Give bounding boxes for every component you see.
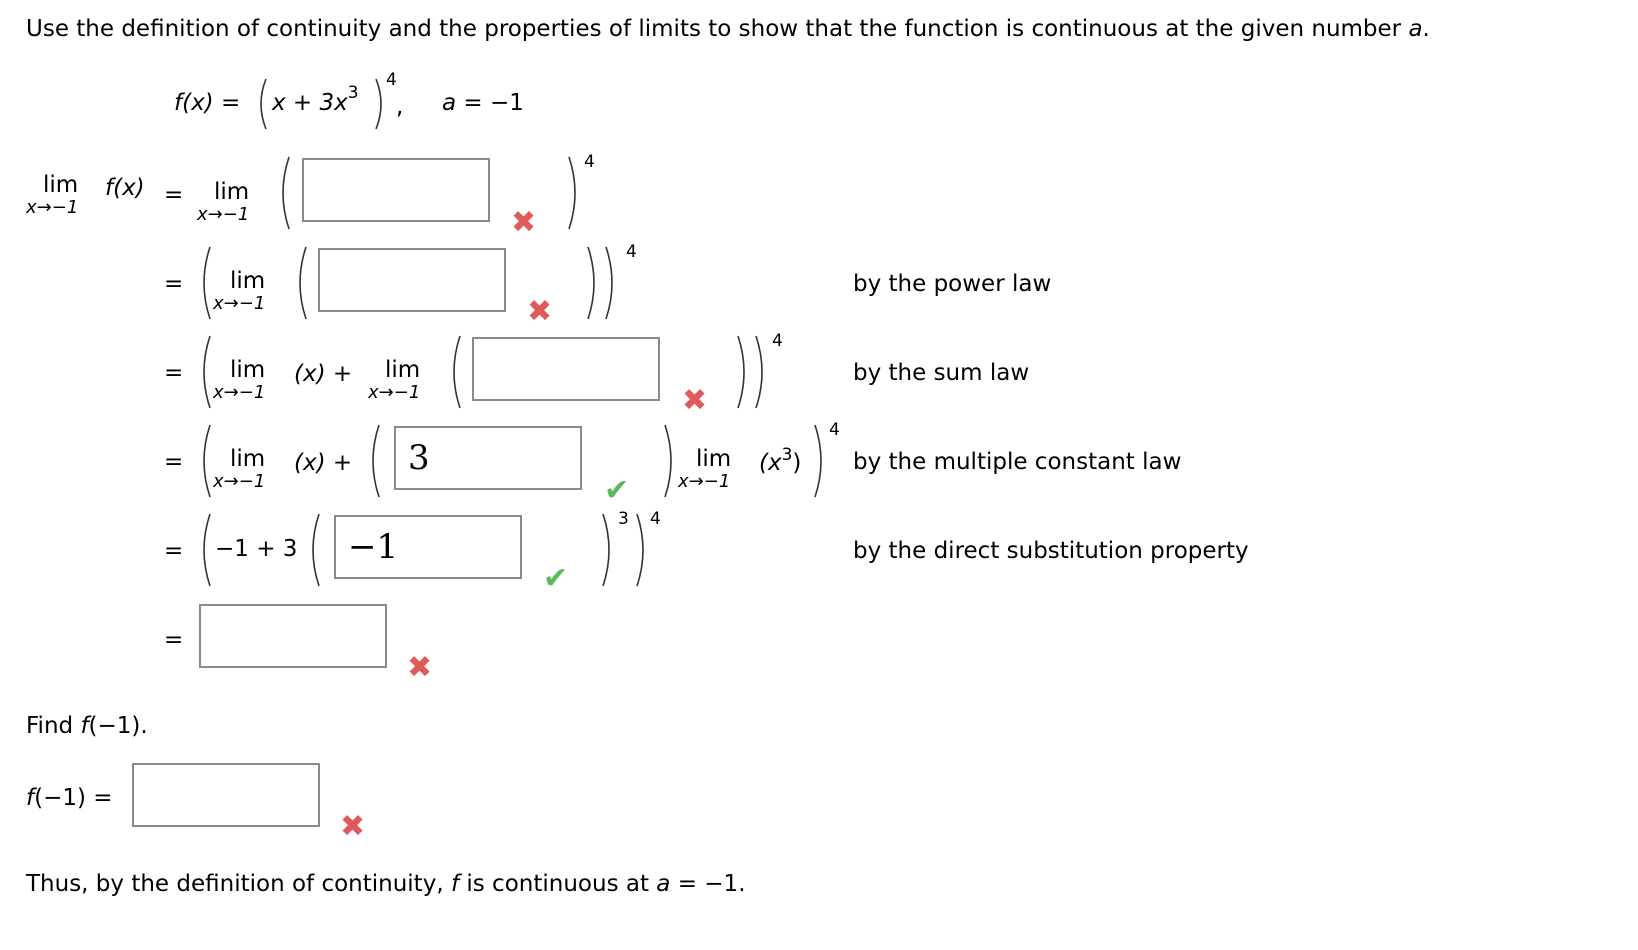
equals: =: [164, 271, 184, 297]
lim-sub: x→−1: [213, 471, 266, 492]
paren-right: [636, 513, 644, 587]
reason-multiple-constant-law: by the multiple constant law: [853, 449, 1182, 475]
wrong-icon: ✖: [340, 809, 366, 844]
paren-right: [814, 424, 822, 498]
lim-label: lim: [230, 446, 266, 472]
correct-icon: ✔: [604, 473, 630, 508]
f-neg1-input[interactable]: [132, 763, 320, 827]
exponent: 4: [584, 152, 595, 172]
prompt-text: Use the definition of continuity and the…: [26, 16, 1409, 42]
find-label: Find f(−1).: [26, 713, 148, 739]
paren-left: [282, 156, 290, 230]
paren-right: [605, 246, 613, 320]
exponent: 4: [650, 509, 661, 529]
equals: =: [164, 449, 184, 475]
exponent: 3: [618, 509, 629, 529]
f-neg1-label: f(−1) =: [26, 785, 113, 811]
reason-power-law: by the power law: [853, 271, 1052, 297]
exponent: 4: [772, 331, 783, 351]
x3-term: (x3): [759, 445, 802, 476]
function-exponent: 4: [386, 70, 397, 90]
lim-sub: x→−1: [197, 204, 250, 225]
wrong-icon: ✖: [407, 650, 433, 685]
equals: =: [164, 627, 184, 653]
lim-label: lim: [214, 179, 250, 205]
lim-label: lim: [385, 357, 421, 383]
paren-left: [203, 246, 211, 320]
paren-right: [568, 156, 576, 230]
equals: =: [164, 538, 184, 564]
problem-prompt: Use the definition of continuity and the…: [26, 18, 1430, 41]
lim-label: lim: [696, 446, 732, 472]
answer-input-3[interactable]: [472, 337, 660, 401]
wrong-icon: ✖: [511, 205, 537, 240]
paren-right: [602, 513, 610, 587]
paren-right: [755, 335, 763, 409]
reason-sum-law: by the sum law: [853, 360, 1030, 386]
lim-sub: x→−1: [678, 471, 731, 492]
paren-left: [372, 424, 380, 498]
exponent: 4: [829, 420, 840, 440]
lim-label: lim: [230, 268, 266, 294]
paren-left: [453, 335, 461, 409]
correct-icon: ✔: [543, 561, 569, 596]
paren-right: [587, 246, 595, 320]
wrong-icon: ✖: [527, 294, 553, 329]
wrong-icon: ✖: [682, 383, 708, 418]
conclusion: Thus, by the definition of continuity, f…: [26, 871, 746, 897]
paren-left: [203, 424, 211, 498]
lim-label: lim: [43, 172, 79, 198]
answer-input-4[interactable]: 3: [394, 426, 582, 490]
x-term: (x) +: [294, 361, 353, 387]
paren-left: [203, 335, 211, 409]
paren-left: [260, 78, 267, 130]
answer-input-1[interactable]: [302, 158, 490, 222]
function-inner: x + 3x3: [272, 83, 359, 116]
lim-sub: x→−1: [26, 197, 79, 218]
answer-input-5[interactable]: −1: [334, 515, 522, 579]
reason-direct-substitution: by the direct substitution property: [853, 538, 1249, 564]
prompt-var: a: [1408, 16, 1423, 42]
paren-left: [203, 513, 211, 587]
answer-input-6[interactable]: [199, 604, 387, 668]
x-term: (x) +: [294, 450, 353, 476]
paren-right: [375, 78, 382, 130]
equals: =: [164, 182, 184, 208]
neg-one-plus-three: −1 + 3: [215, 536, 298, 562]
paren-right: [664, 424, 672, 498]
function-lhs: f(x) =: [174, 90, 241, 116]
comma: ,: [396, 94, 404, 120]
paren-right: [737, 335, 745, 409]
prompt-end: .: [1422, 16, 1430, 42]
paren-left: [299, 246, 307, 320]
paren-left: [312, 513, 320, 587]
lim-sub: x→−1: [213, 382, 266, 403]
lim-sub: x→−1: [213, 293, 266, 314]
equals: =: [164, 360, 184, 386]
lim-sub: x→−1: [368, 382, 421, 403]
exponent: 4: [626, 242, 637, 262]
fx: f(x): [105, 175, 145, 201]
answer-input-2[interactable]: [318, 248, 506, 312]
a-value: a = −1: [442, 90, 524, 116]
lim-label: lim: [230, 357, 266, 383]
